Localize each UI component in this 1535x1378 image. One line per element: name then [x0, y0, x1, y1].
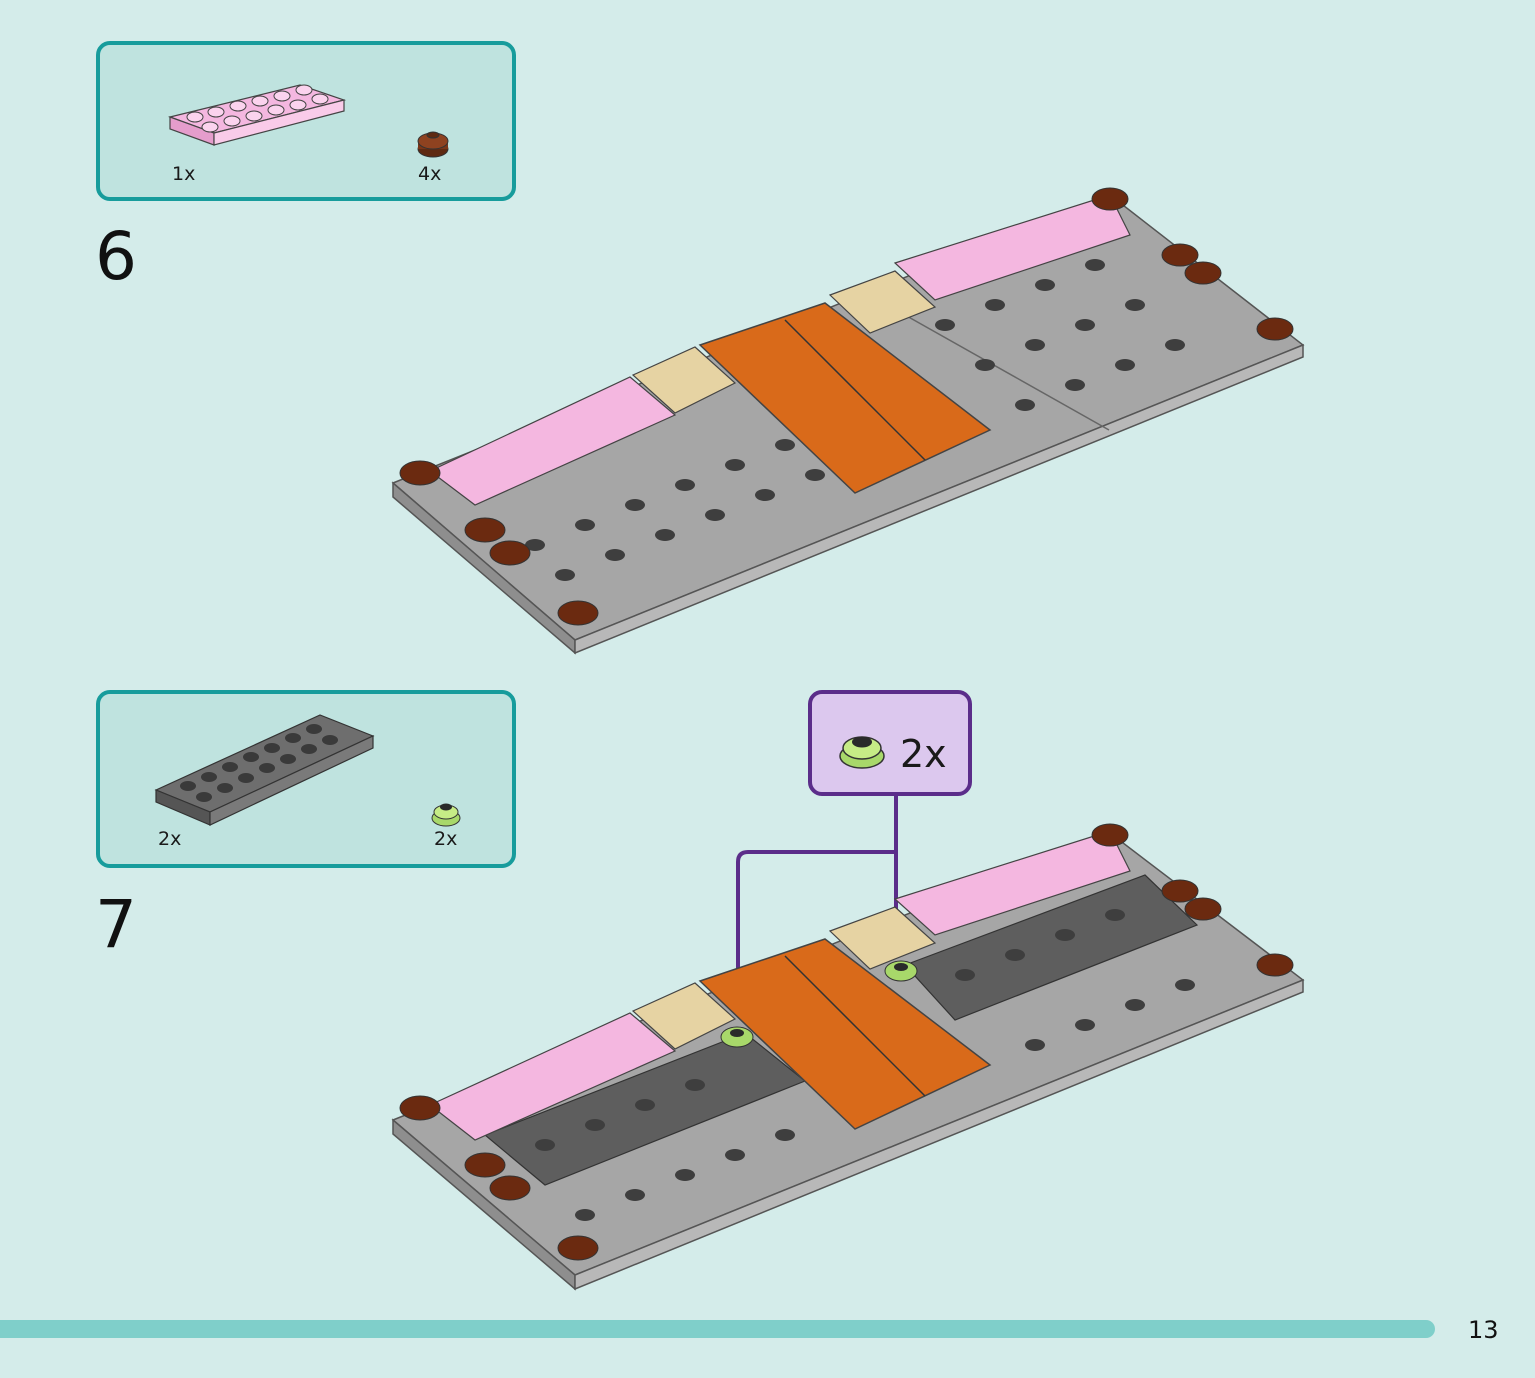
step-6-parts-art: [167, 84, 449, 158]
step-number: 7: [95, 886, 137, 963]
footer-bar: [0, 1320, 1435, 1338]
part-1-quantity: 1x: [172, 163, 196, 185]
part-2-quantity: 4x: [418, 163, 442, 185]
lime-flower-plate-icon: [839, 736, 885, 769]
callout-quantity: 2x: [900, 732, 947, 776]
lime-flower-plate-icon: [431, 803, 461, 827]
part-2-quantity: 2x: [434, 828, 458, 850]
step-7-parts-box: 2x 2x: [96, 690, 516, 868]
dark-gray-plate-2x8-icon: [154, 714, 375, 826]
step-7-parts-art: [154, 714, 461, 827]
part-1-quantity: 2x: [158, 828, 182, 850]
page-number: 13: [1468, 1316, 1499, 1344]
step-7-model-illustration: [391, 823, 1305, 1291]
step-number: 6: [95, 218, 137, 295]
pink-plate-2x6-icon: [167, 84, 347, 146]
brown-round-tile-icon: [417, 131, 449, 158]
step-6-model-illustration: [391, 187, 1305, 655]
step-6-parts-box: 1x 4x: [96, 41, 516, 201]
sub-assembly-callout: 2x: [808, 690, 972, 796]
